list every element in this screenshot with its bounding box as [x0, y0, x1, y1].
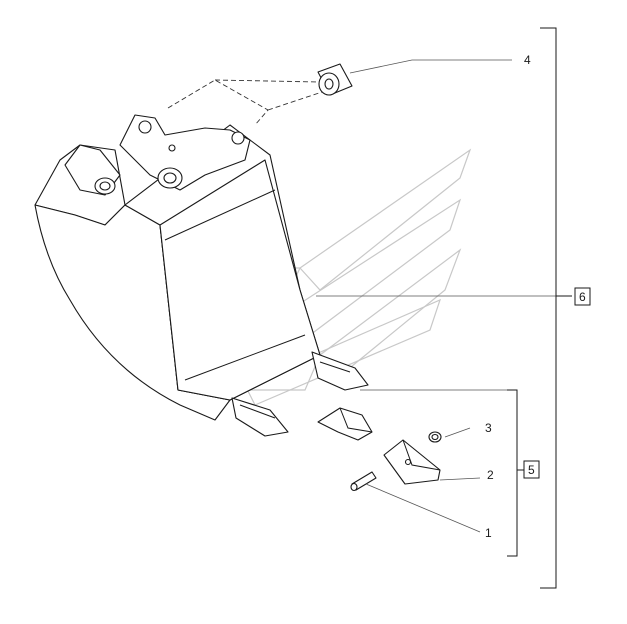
group-brackets — [507, 27, 572, 589]
lock-washer — [428, 431, 442, 443]
bucket-tooth — [383, 439, 441, 485]
tooth-adapter — [317, 407, 373, 441]
mount-hole-upper-left — [138, 120, 152, 134]
callout-box-5: 5 — [523, 460, 540, 479]
mount-hole-upper-right — [231, 131, 245, 145]
callout-6: 6 — [579, 290, 586, 304]
mounted-tooth-right — [311, 351, 369, 391]
retainer-pin — [350, 471, 377, 492]
callout-4: 4 — [524, 53, 531, 67]
callout-3: 3 — [485, 421, 492, 435]
excavator-bucket — [34, 114, 369, 437]
callout-box-6: 6 — [574, 287, 591, 306]
callout-1: 1 — [485, 526, 492, 540]
mounted-tooth-left — [231, 397, 289, 437]
bushing — [317, 63, 353, 96]
callout-5: 5 — [528, 463, 535, 477]
callout-2: 2 — [487, 468, 494, 482]
leader-lines — [316, 59, 572, 533]
alignment-lines — [167, 79, 323, 126]
